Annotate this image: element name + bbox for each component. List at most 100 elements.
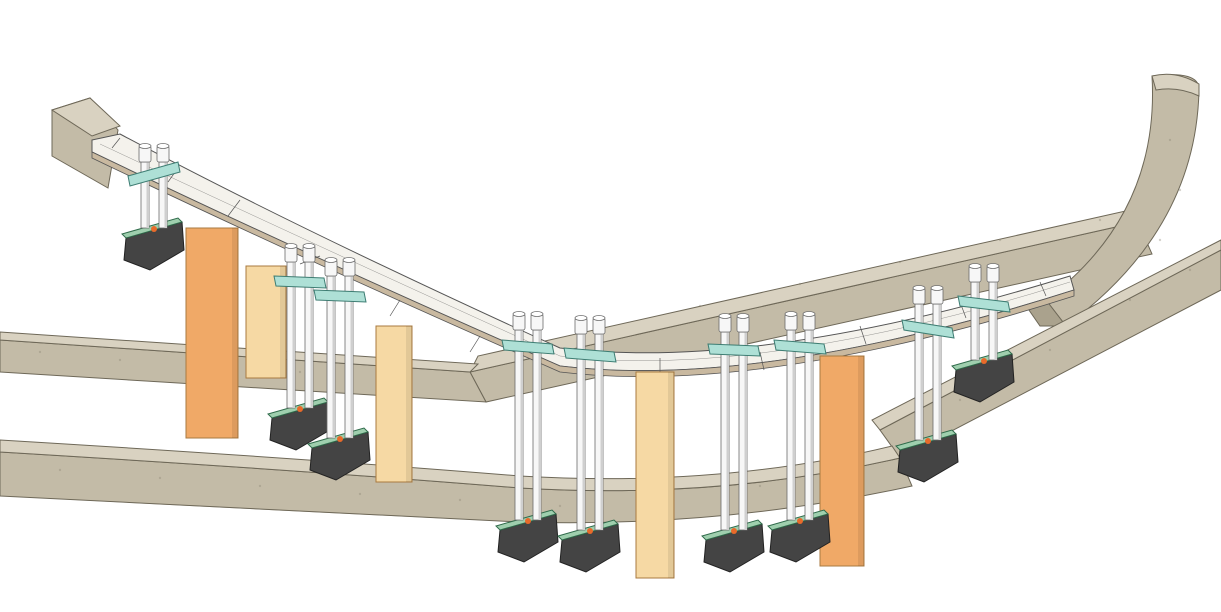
foot-bolt xyxy=(297,406,303,412)
foot-bolt xyxy=(925,438,931,444)
concrete-walls xyxy=(0,73,1221,524)
speck xyxy=(1188,268,1192,272)
post-cap-top xyxy=(930,285,944,291)
speck xyxy=(998,238,1002,242)
top-bracket xyxy=(501,339,555,355)
joint xyxy=(759,351,765,371)
support-post-shade xyxy=(792,330,795,520)
post-cap-top xyxy=(718,313,732,319)
adjustable-supports xyxy=(121,143,1015,573)
curved-upstand-top xyxy=(1151,73,1200,97)
speck xyxy=(798,282,802,286)
plywood-panels xyxy=(185,227,865,579)
top-bracket xyxy=(773,339,827,355)
post-cap-top xyxy=(912,285,926,291)
support-post-shade xyxy=(164,162,167,228)
speck xyxy=(1178,188,1182,192)
support-assembly xyxy=(307,257,371,481)
post-cap-top xyxy=(512,311,526,317)
support-assembly xyxy=(767,311,831,563)
joint xyxy=(859,325,867,345)
support-post-shade xyxy=(146,162,149,228)
post-cap-top xyxy=(324,257,338,263)
support-post-shade xyxy=(538,330,541,520)
speck xyxy=(1048,348,1052,352)
speck xyxy=(898,260,902,264)
support-assembly xyxy=(895,285,959,483)
support-post-shade xyxy=(938,304,941,440)
deck-edge xyxy=(91,151,1075,377)
speck xyxy=(58,468,62,472)
support-assembly xyxy=(121,143,185,271)
post-cap-top xyxy=(968,263,982,269)
support-post-shade xyxy=(582,334,585,530)
support-assembly xyxy=(701,313,765,573)
plywood-panel xyxy=(185,227,239,439)
post-cap-top xyxy=(986,263,1000,269)
speck xyxy=(38,350,42,354)
foot-bolt xyxy=(337,436,343,442)
speck xyxy=(1098,218,1102,222)
support-post-shade xyxy=(810,330,813,520)
foot-bolt xyxy=(525,518,531,524)
support-assembly xyxy=(951,263,1015,403)
top-bracket xyxy=(313,289,367,303)
joint xyxy=(469,335,481,353)
post-cap-top xyxy=(530,311,544,317)
plywood-panel-shade xyxy=(406,326,412,482)
top-bracket xyxy=(563,347,617,363)
joint xyxy=(227,199,241,217)
post-cap-top xyxy=(342,257,356,263)
speck xyxy=(358,492,362,496)
support-post-shade xyxy=(920,304,923,440)
post-cap-top xyxy=(592,315,606,321)
support-post-shade xyxy=(976,282,979,360)
support-post-shade xyxy=(310,262,313,408)
post-cap-top xyxy=(284,243,298,249)
plywood-panel xyxy=(375,325,413,483)
foot-bolt xyxy=(981,358,987,364)
support-post-shade xyxy=(520,330,523,520)
speck xyxy=(1168,138,1172,142)
top-bracket xyxy=(127,161,181,187)
end-block-left-top xyxy=(50,97,121,137)
post-cap-top xyxy=(574,315,588,321)
speck xyxy=(758,484,762,488)
plywood-panel-shade xyxy=(280,266,286,378)
foot-bolt xyxy=(797,518,803,524)
top-bracket xyxy=(957,295,1011,313)
joint xyxy=(111,137,121,149)
support-post-shade xyxy=(744,332,747,530)
speck xyxy=(458,498,462,502)
plywood-panel-shade xyxy=(668,372,674,578)
foot-bolt xyxy=(587,528,593,534)
top-bracket xyxy=(707,343,761,357)
concrete-wall-left-lower xyxy=(0,451,913,524)
support-post-shade xyxy=(994,282,997,360)
support-post-shade xyxy=(726,332,729,530)
post-cap-top xyxy=(156,143,170,149)
plywood-panel-shade xyxy=(858,356,864,566)
foot-bolt xyxy=(151,226,157,232)
foot-bolt xyxy=(731,528,737,534)
speck xyxy=(298,370,302,374)
plywood-panel-shade xyxy=(232,228,238,438)
support-post-shade xyxy=(350,276,353,438)
speck xyxy=(1158,238,1162,242)
post-cap-top xyxy=(302,243,316,249)
speck xyxy=(258,484,262,488)
support-post-shade xyxy=(600,334,603,530)
joint xyxy=(1039,281,1047,297)
post-cap-top xyxy=(138,143,152,149)
support-assembly xyxy=(495,311,559,563)
post-cap-top xyxy=(802,311,816,317)
curved-deck-beam xyxy=(91,133,1075,377)
speck xyxy=(158,476,162,480)
speck xyxy=(558,504,562,508)
support-assembly xyxy=(557,315,621,573)
top-bracket xyxy=(273,275,327,289)
joint xyxy=(389,299,401,317)
speck xyxy=(118,358,122,362)
plywood-panel xyxy=(635,371,675,579)
support-post-shade xyxy=(292,262,295,408)
